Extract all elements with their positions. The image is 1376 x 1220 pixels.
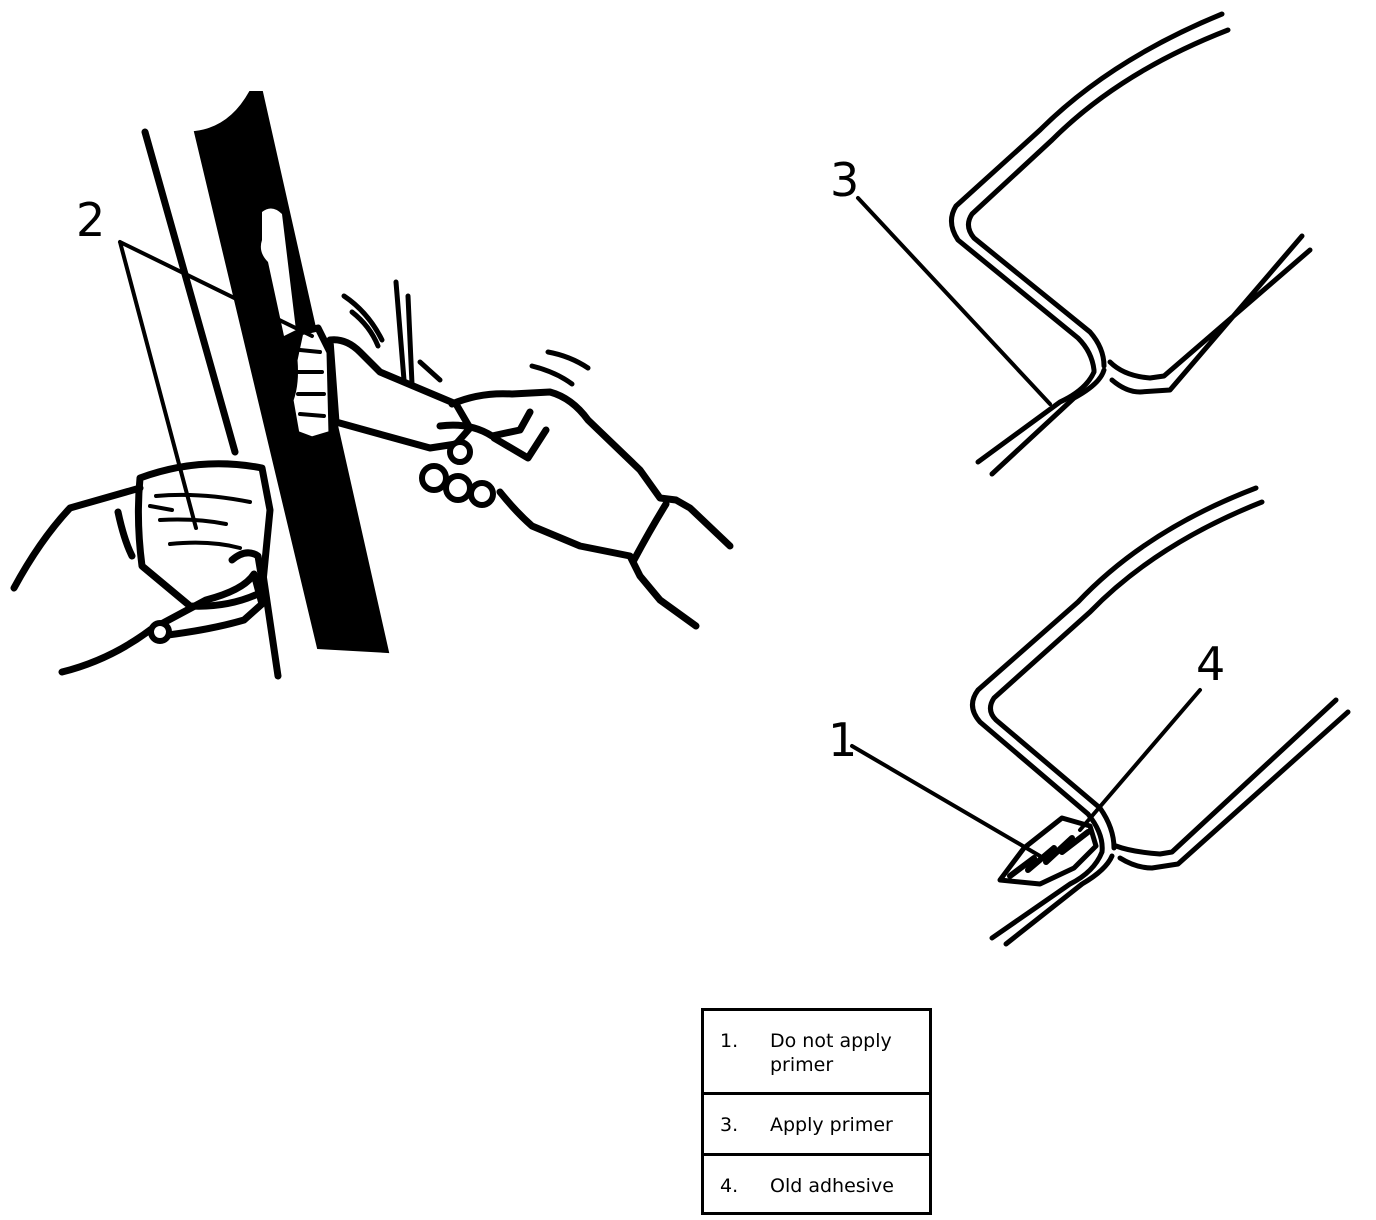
lower-glass-lines [1003, 697, 1351, 947]
right-thumb [436, 408, 550, 462]
motion-lines [341, 279, 591, 387]
legend-text: Apply primer [770, 1114, 893, 1136]
legend-row: 1. Do not apply primer [701, 1008, 932, 1095]
callout-4-leader [1078, 688, 1202, 832]
lower-right-section: 1 4 [828, 485, 1351, 947]
knuckle-3 [468, 480, 496, 508]
body-panel-outer [949, 11, 1225, 465]
right-hand [341, 279, 734, 630]
lower-body-panel-outer [970, 485, 1259, 941]
glass-lower-lines [989, 233, 1313, 477]
legend-row: 4. Old adhesive [701, 1153, 932, 1215]
left-illustration: 2 [10, 91, 734, 680]
primer-bottle [134, 460, 274, 610]
legend-number: 1. [720, 1030, 739, 1052]
legend-text: Do not apply primer [770, 1030, 892, 1076]
legend-table: 1. Do not apply primer 3. Apply primer 4… [701, 1008, 932, 1215]
knuckle-2 [443, 473, 473, 503]
callout-1-leader [850, 744, 1042, 858]
callout-2: 2 [76, 193, 105, 247]
right-hand-outline [448, 388, 734, 550]
callout-1: 1 [828, 713, 857, 767]
lower-body-panel-inner [988, 499, 1265, 851]
upper-right-section: 3 [830, 11, 1313, 477]
flange-groove [260, 208, 296, 336]
applicator-pad [286, 324, 336, 444]
left-knuckle [148, 620, 172, 644]
glass-edge-line [141, 128, 239, 456]
legend-number: 4. [720, 1175, 739, 1197]
callout-3: 3 [830, 153, 859, 207]
callout-3-leader [856, 196, 1052, 406]
adhesive-hatch [1007, 829, 1091, 879]
knuckle-1 [419, 463, 449, 493]
right-wrist-line [630, 500, 670, 564]
left-hand-with-bottle [10, 460, 274, 676]
body-panel-inner [966, 27, 1231, 369]
left-hand-outline [10, 484, 266, 676]
legend-row: 3. Apply primer [701, 1092, 932, 1156]
applicator-pad-texture [296, 348, 326, 418]
legend-number: 3. [720, 1114, 739, 1136]
callout-4: 4 [1196, 637, 1225, 691]
callout-2-leader [118, 240, 314, 530]
legend-text: Old adhesive [770, 1175, 894, 1197]
right-hand-lower [496, 488, 700, 630]
knuckle-4 [447, 439, 473, 465]
left-thumb [228, 549, 266, 584]
